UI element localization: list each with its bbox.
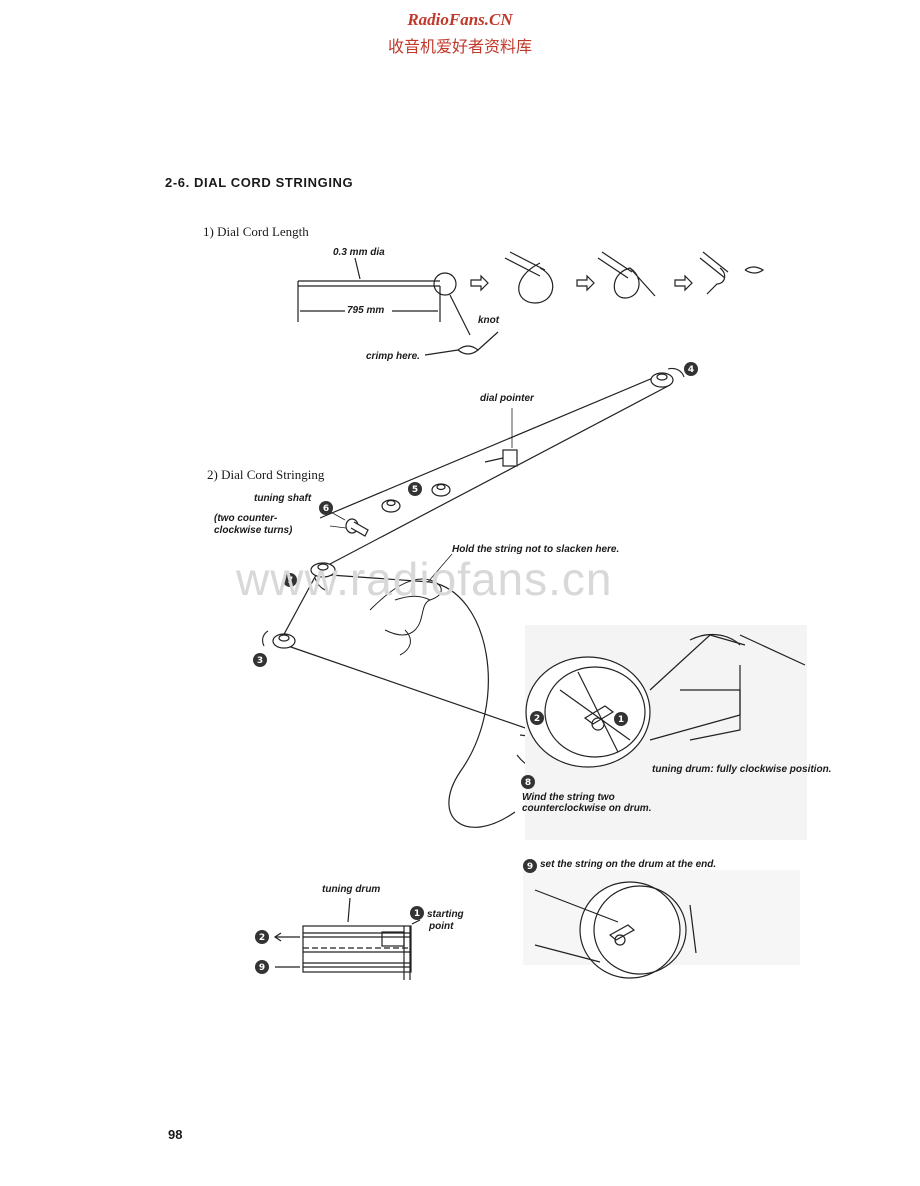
cord-length-diagram [297,251,765,356]
svg-text:9: 9 [527,862,533,872]
dia-label: 0.3 mm dia [333,247,385,258]
detail-callout-2: 2 [255,930,269,944]
wind-label-2: counterclockwise on drum. [522,803,652,814]
section-title: 2-6. DIAL CORD STRINGING [165,175,354,190]
callout-8: 8 [521,775,535,789]
starting-label-2: point [429,921,454,932]
svg-text:3: 3 [257,656,263,666]
svg-text:5: 5 [412,485,418,495]
drum-detail-diagram [273,897,421,980]
crimp-label: crimp here. [366,351,420,362]
length-label: 795 mm [347,305,385,316]
site-subtitle: 收音机爱好者资料库 [387,37,532,56]
drum-detail-title: tuning drum [322,884,381,895]
svg-text:8: 8 [525,778,531,788]
starting-label-1: starting [427,909,464,920]
hand-illustration [369,578,442,656]
callout-6: 6 [319,501,333,515]
hold-string-label: Hold the string not to slacken here. [452,544,620,555]
pulley-5b [381,499,401,513]
callout-9: 9 [523,859,537,873]
tuning-drum-position-label: tuning drum: fully clockwise position. [652,764,832,775]
pulley-7 [310,562,336,578]
two-counter-label-1: (two counter- [214,513,278,524]
detail-callout-9: 9 [255,960,269,974]
knot-label: knot [478,315,500,326]
svg-text:7: 7 [287,576,293,586]
svg-text:1: 1 [414,909,420,919]
svg-text:9: 9 [259,963,265,973]
tuning-shaft [345,518,369,537]
callout-5: 5 [408,482,422,496]
pulley-4 [650,372,674,388]
two-counter-label-2: clockwise turns) [214,525,293,536]
callout-7: 7 [283,573,297,587]
watermark: www.radiofans.cn [236,553,613,605]
dial-pointer-part [484,449,518,467]
callout-3: 3 [253,653,267,667]
part1-title: 1) Dial Cord Length [203,224,309,239]
callout-1: 1 [614,712,628,726]
page-number: 98 [168,1127,183,1142]
detail-callout-start: 1 [410,906,424,920]
dial-pointer-label: dial pointer [480,393,534,404]
pulleys [272,372,674,649]
callout-4: 4 [684,362,698,376]
svg-text:4: 4 [688,365,694,375]
svg-text:1: 1 [618,715,624,725]
pulley-3 [272,633,296,649]
set-string-label: set the string on the drum at the end. [540,859,717,870]
drum-end-view [523,870,800,979]
site-title: RadioFans.CN [407,10,513,29]
svg-text:2: 2 [534,714,540,724]
pulley-5a [431,483,451,497]
svg-text:6: 6 [323,504,329,514]
wind-label-1: Wind the string two [522,792,615,803]
tuning-shaft-label: tuning shaft [254,493,312,504]
svg-text:2: 2 [259,933,265,943]
tuning-drum-illustration [525,625,807,840]
part2-title: 2) Dial Cord Stringing [207,467,325,482]
callout-2: 2 [530,711,544,725]
